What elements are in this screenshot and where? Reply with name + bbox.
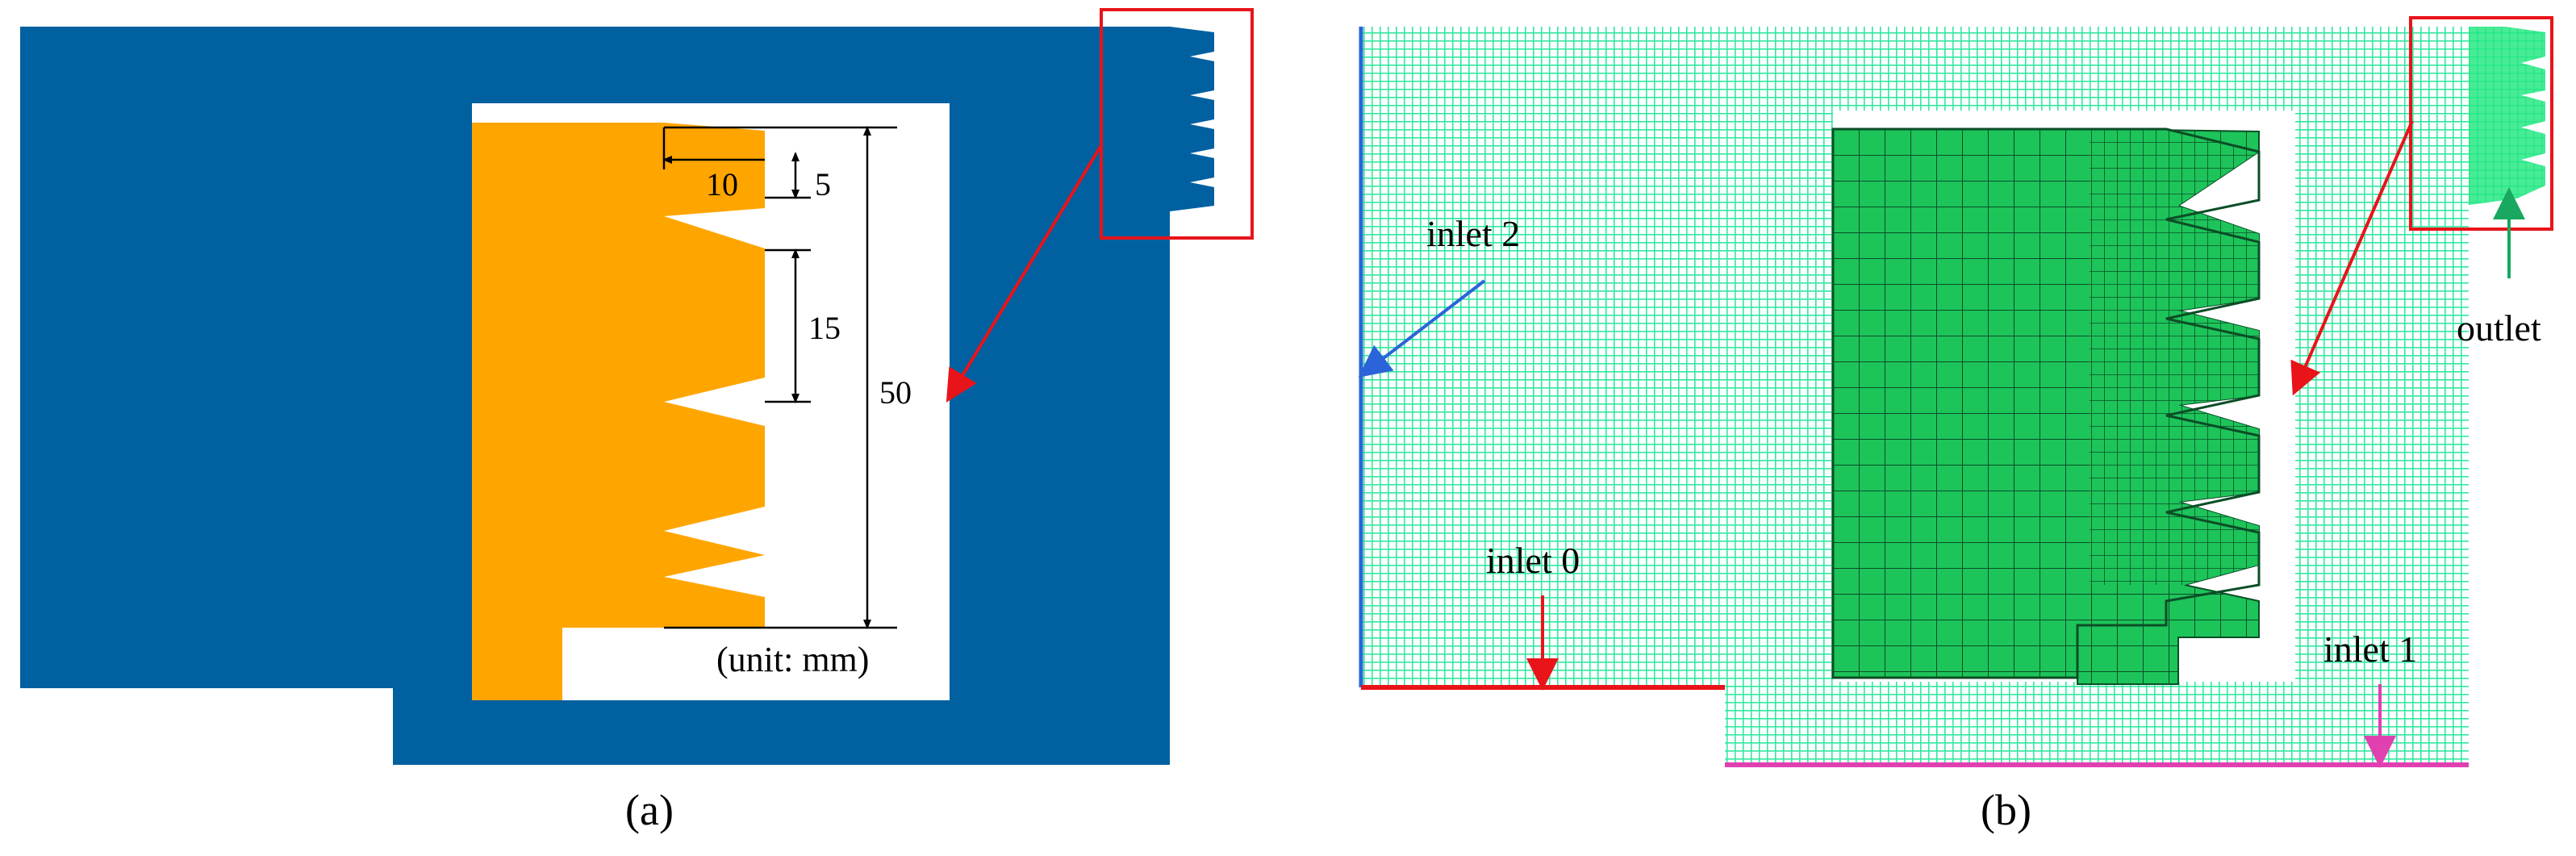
outlet-refined-mesh xyxy=(2469,27,2545,205)
callout-box xyxy=(1100,8,1254,240)
panel-b: inlet 2 inlet 0 inlet 1 outlet (b) xyxy=(1358,16,2553,834)
callout-arrow-b xyxy=(2290,120,2414,396)
dim-tooth-height: 5 xyxy=(815,166,831,203)
solid-outline xyxy=(1831,127,2261,679)
label-inlet0: inlet 0 xyxy=(1486,540,1580,581)
dim-total-height: 50 xyxy=(879,374,912,411)
label-outlet: outlet xyxy=(2457,307,2541,349)
caption-b: (b) xyxy=(1981,786,2031,834)
caption-a: (a) xyxy=(625,786,674,834)
label-inlet2: inlet 2 xyxy=(1426,213,1520,254)
unit-note: (unit: mm) xyxy=(716,640,869,679)
callout-arrow xyxy=(946,144,1103,403)
solid-refined-mesh xyxy=(2090,129,2259,585)
label-inlet1: inlet 1 xyxy=(2323,628,2417,670)
arrow-inlet2 xyxy=(1358,279,1486,378)
insert-shape xyxy=(472,123,765,700)
dim-tooth-width: 10 xyxy=(706,166,738,203)
dimension-lines xyxy=(662,126,897,629)
dim-pitch: 15 xyxy=(808,310,841,346)
panel-a: 10 5 15 50 (unit: mm) (a) xyxy=(20,8,1254,834)
